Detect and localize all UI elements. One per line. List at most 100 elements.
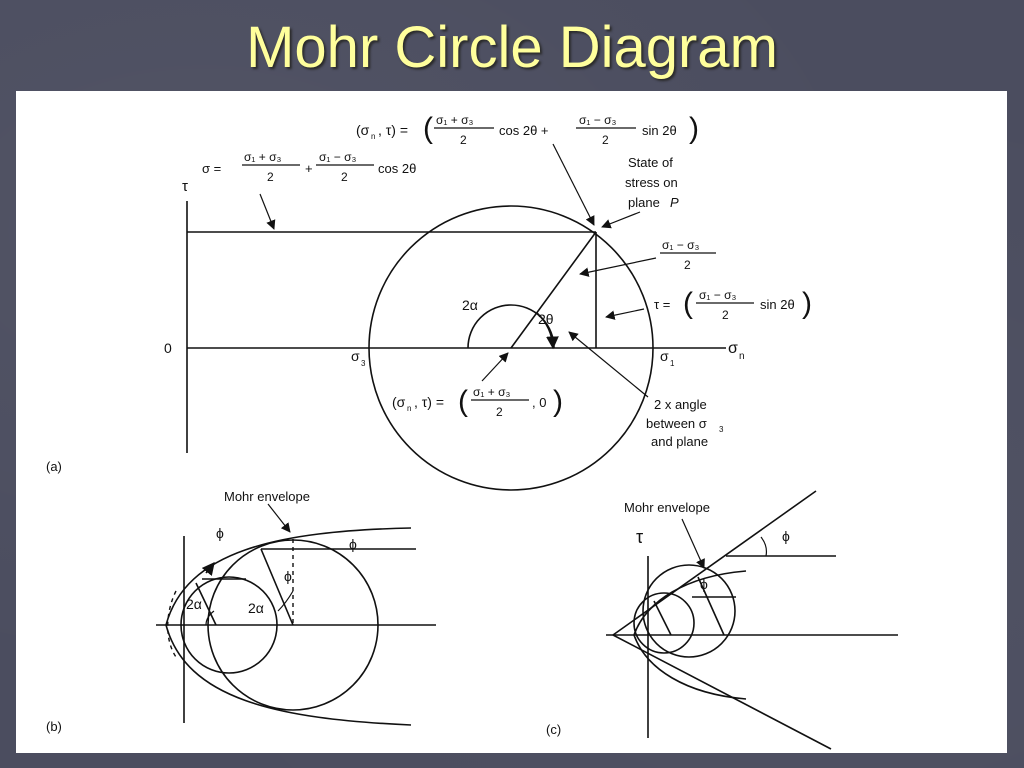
envelope-line-lower-c xyxy=(612,634,832,750)
svg-text:plane: plane xyxy=(628,195,660,210)
svg-text:2: 2 xyxy=(496,405,503,419)
sigma-n-sub: n xyxy=(739,351,745,362)
svg-text:+: + xyxy=(305,161,313,176)
svg-text:and plane: and plane xyxy=(651,434,708,449)
envelope-arrow-b xyxy=(267,503,291,533)
svg-text:cos 2θ +: cos 2θ + xyxy=(499,123,549,138)
state-of-stress-arrow xyxy=(601,211,641,229)
normal-shear-formula: (σ n , τ) = ( σ₁ + σ₃ 2 cos 2θ + σ₁ − σ₃… xyxy=(356,112,699,147)
diagram-panel: τ 0 σ 3 σ 1 σ n 2α 2θ (a) (σ n , τ) = ( … xyxy=(16,91,1007,753)
svg-text:2: 2 xyxy=(722,308,729,322)
angle-note: 2 x angle between σ 3 and plane xyxy=(646,397,724,449)
dashed-curve-b xyxy=(167,590,177,658)
svg-text:n: n xyxy=(371,132,375,141)
envelope-label-b: Mohr envelope xyxy=(224,489,310,504)
angle-2alpha-label: 2α xyxy=(462,297,478,313)
mohr-envelope-curve-b xyxy=(165,527,412,726)
angle-2alpha-arc xyxy=(467,304,555,349)
radius-line xyxy=(510,231,597,349)
state-of-stress-label: State of stress on plane P xyxy=(625,155,679,210)
phi-label-c2: ϕ xyxy=(700,576,708,592)
svg-text:2: 2 xyxy=(684,258,691,272)
svg-text:σ₁ − σ₃: σ₁ − σ₃ xyxy=(662,238,700,252)
svg-text:, τ) =: , τ) = xyxy=(414,394,444,410)
radius-formula-arrow xyxy=(579,257,657,277)
svg-text:τ =: τ = xyxy=(654,297,670,312)
phi-label-b1: ϕ xyxy=(216,525,224,541)
svg-text:): ) xyxy=(802,287,812,320)
diagram-a: τ 0 σ 3 σ 1 σ n 2α 2θ (a) (σ n , τ) = ( … xyxy=(46,112,812,491)
sigma1-sub: 1 xyxy=(670,359,675,368)
svg-text:(σ: (σ xyxy=(356,122,370,138)
origin-label: 0 xyxy=(164,340,172,356)
svg-text:stress on: stress on xyxy=(625,175,678,190)
mohr-diagram-figure: τ 0 σ 3 σ 1 σ n 2α 2θ (a) (σ n , τ) = ( … xyxy=(46,112,898,750)
diagram-b: Mohr envelope ϕ ϕ ϕ 2α 2α (b) xyxy=(46,489,436,734)
svg-text:2 x angle: 2 x angle xyxy=(654,397,707,412)
shear-stress-formula: τ = ( σ₁ − σ₃ 2 sin 2θ ) xyxy=(654,287,812,322)
diagram-c: Mohr envelope τ ϕ ϕ (c) xyxy=(546,490,898,750)
shear-formula-arrow xyxy=(605,308,645,320)
svg-text:between σ: between σ xyxy=(646,416,707,431)
svg-text:sin 2θ: sin 2θ xyxy=(760,297,795,312)
radius-small-c xyxy=(653,600,672,636)
phi-label-b2: ϕ xyxy=(284,568,292,584)
svg-text:cos 2θ: cos 2θ xyxy=(378,161,416,176)
svg-text:2: 2 xyxy=(267,170,274,184)
svg-text:(: ( xyxy=(683,287,693,320)
angle-2alpha-b2: 2α xyxy=(248,600,264,616)
envelope-line-upper-c xyxy=(612,490,817,636)
svg-text:): ) xyxy=(553,385,563,418)
svg-text:σ =: σ = xyxy=(202,161,221,176)
svg-text:State of: State of xyxy=(628,155,673,170)
tau-axis-label-c: τ xyxy=(636,527,643,547)
svg-text:3: 3 xyxy=(719,425,724,434)
svg-text:): ) xyxy=(689,112,699,145)
svg-text:(: ( xyxy=(458,385,468,418)
mohr-envelope-curve-c xyxy=(633,570,747,700)
svg-text:2: 2 xyxy=(460,133,467,147)
sigma-formula: σ = σ₁ + σ₃ 2 + σ₁ − σ₃ 2 cos 2θ xyxy=(202,150,416,184)
small-circle-c xyxy=(633,592,695,654)
small-circle-b xyxy=(180,576,278,674)
phi-label-c1: ϕ xyxy=(782,528,790,544)
sigma3-label: σ xyxy=(351,348,360,364)
mohr-circle xyxy=(368,205,654,491)
svg-text:σ₁ − σ₃: σ₁ − σ₃ xyxy=(579,113,617,127)
svg-text:σ₁ − σ₃: σ₁ − σ₃ xyxy=(699,288,737,302)
svg-text:(σ: (σ xyxy=(392,394,406,410)
svg-text:σ₁ + σ₃: σ₁ + σ₃ xyxy=(436,113,474,127)
large-circle-c xyxy=(642,564,736,658)
top-formula-arrow xyxy=(552,143,595,226)
circle-center-formula: (σ n , τ) = ( σ₁ + σ₃ 2 , 0 ) xyxy=(392,385,563,419)
angle-2theta-arc xyxy=(536,312,559,350)
svg-text:σ₁ − σ₃: σ₁ − σ₃ xyxy=(319,150,357,164)
envelope-arrow-c xyxy=(681,518,705,569)
radius-large-b xyxy=(260,548,294,626)
radius-large-c xyxy=(697,576,725,636)
phi-label-b3: ϕ xyxy=(349,536,357,552)
envelope-label-c: Mohr envelope xyxy=(624,500,710,515)
svg-text:n: n xyxy=(407,404,411,413)
panel-c-label: (c) xyxy=(546,722,561,737)
angle-2alpha-b1: 2α xyxy=(186,596,202,612)
svg-text:, 0: , 0 xyxy=(532,395,546,410)
panel-b-label: (b) xyxy=(46,719,62,734)
sigma1-label: σ xyxy=(660,348,669,364)
tau-axis-label: τ xyxy=(182,178,188,195)
svg-text:P: P xyxy=(670,195,679,210)
slide-title: Mohr Circle Diagram xyxy=(246,15,778,80)
svg-text:(: ( xyxy=(423,112,433,145)
svg-text:2: 2 xyxy=(602,133,609,147)
svg-text:sin 2θ: sin 2θ xyxy=(642,123,677,138)
svg-text:2: 2 xyxy=(341,170,348,184)
panel-a-label: (a) xyxy=(46,459,62,474)
angle-2theta-label: 2θ xyxy=(538,311,554,327)
angle-note-arrow xyxy=(568,331,649,398)
center-formula-arrow xyxy=(481,352,509,382)
svg-text:, τ) =: , τ) = xyxy=(378,122,408,138)
sigma-formula-arrow xyxy=(259,193,276,230)
svg-text:σ₁ + σ₃: σ₁ + σ₃ xyxy=(244,150,282,164)
sigma3-sub: 3 xyxy=(361,359,366,368)
radius-small-b xyxy=(195,582,217,626)
